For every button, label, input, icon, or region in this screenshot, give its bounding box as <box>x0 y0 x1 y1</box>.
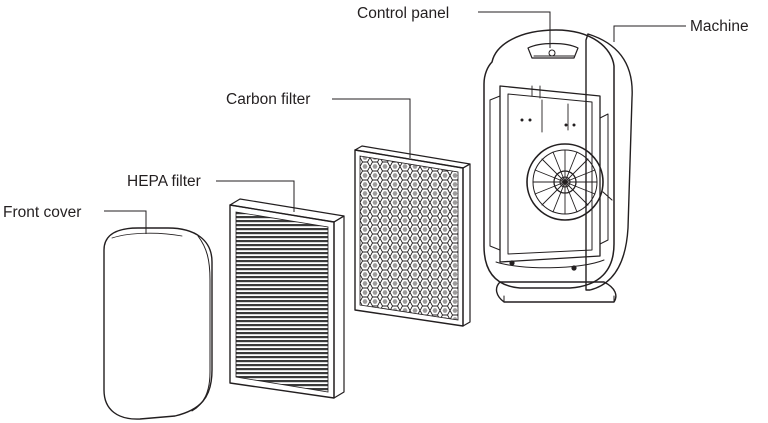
front-cover-part <box>103 227 213 420</box>
hepa-filter-label: HEPA filter <box>127 173 201 190</box>
leader-machine <box>613 25 686 42</box>
machine-label: Machine <box>690 18 749 35</box>
leader-control-panel <box>478 11 551 48</box>
leader-lines <box>104 11 686 234</box>
leader-front-cover <box>104 210 147 234</box>
front-cover-label: Front cover <box>3 204 81 221</box>
carbon-filter-part <box>354 145 471 327</box>
hepa-filter-part <box>229 198 345 399</box>
leader-hepa-filter <box>216 180 295 212</box>
fan-blades <box>532 149 598 215</box>
machine-part <box>483 29 633 303</box>
leader-carbon-filter <box>332 98 411 158</box>
control-panel-label: Control panel <box>357 5 449 22</box>
carbon-filter-label: Carbon filter <box>226 91 310 108</box>
